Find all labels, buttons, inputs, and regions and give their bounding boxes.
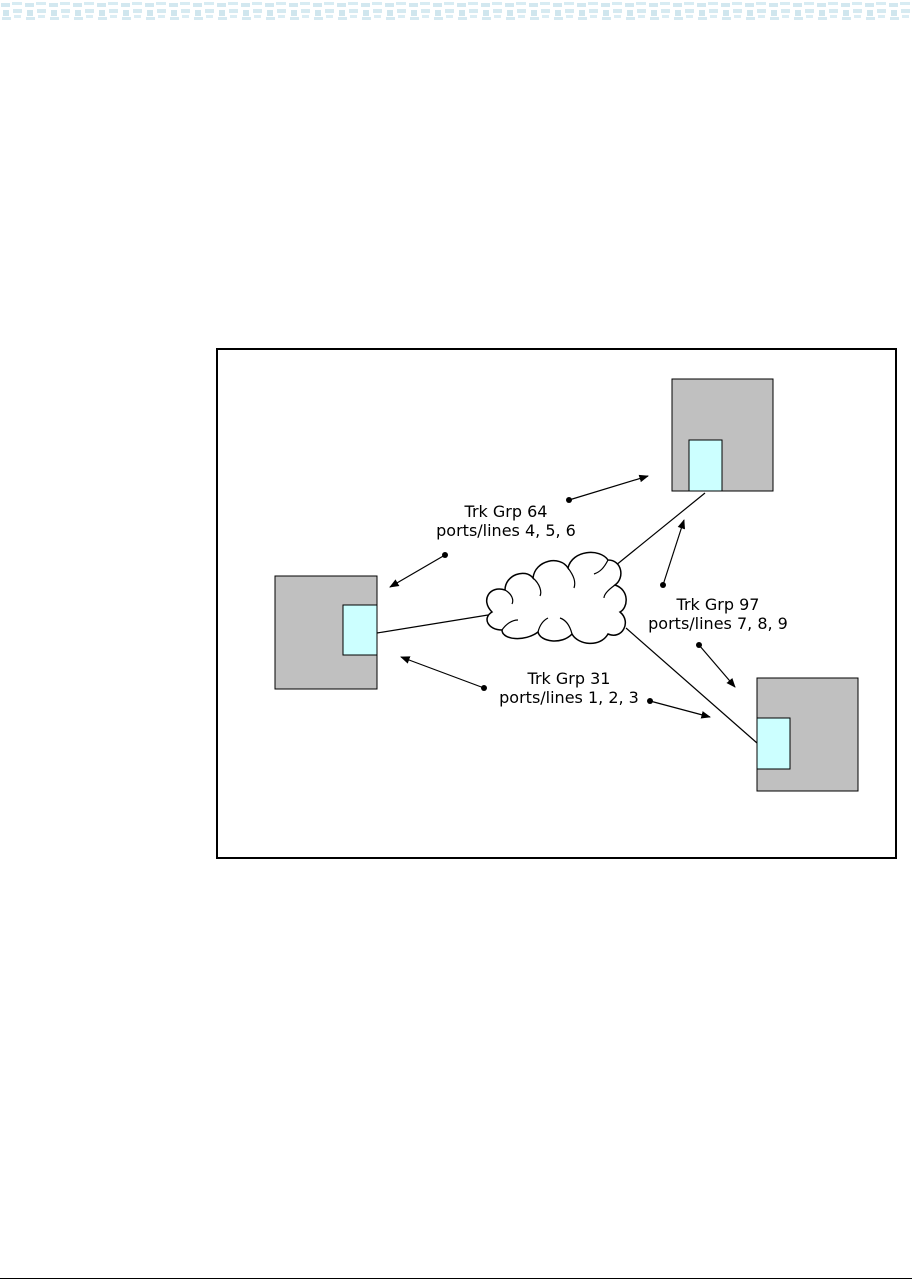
trk-grp-31-name: Trk Grp 31 (527, 669, 611, 688)
trk-grp-97-label: Trk Grp 97 ports/lines 7, 8, 9 (642, 595, 794, 633)
node-bottom-right (756, 677, 859, 792)
port-box-left (342, 604, 378, 656)
node-left (274, 575, 378, 690)
port-box-top-right (688, 439, 723, 492)
trk-grp-64-label: Trk Grp 64 ports/lines 4, 5, 6 (436, 502, 576, 540)
port-box-bottom-right (756, 717, 791, 770)
trk-grp-64-name: Trk Grp 64 (464, 502, 548, 521)
callout-trk64-right (566, 474, 649, 503)
callout-trk31-right (647, 698, 711, 719)
node-top-right (671, 378, 774, 492)
footer-rule (0, 1278, 912, 1279)
callout-trk97-up (660, 519, 685, 588)
trk-grp-97-name: Trk Grp 97 (676, 595, 760, 614)
link-cloud-bottom-right (625, 627, 758, 744)
figure-frame (216, 348, 897, 859)
callout-trk64-left (389, 552, 448, 588)
link-cloud-top-right (609, 492, 706, 571)
header-pattern-icon (0, 0, 912, 22)
trk-grp-31-ports: ports/lines 1, 2, 3 (499, 688, 639, 707)
trk-grp-64-ports: ports/lines 4, 5, 6 (436, 521, 576, 540)
callout-trk97-down (696, 642, 736, 688)
header-pattern-band (0, 0, 912, 22)
trk-grp-31-label: Trk Grp 31 ports/lines 1, 2, 3 (496, 669, 642, 707)
trk-grp-97-ports: ports/lines 7, 8, 9 (648, 614, 788, 633)
link-left-cloud (376, 614, 489, 634)
callout-trk31-left (400, 656, 487, 691)
cloud-icon (486, 551, 627, 645)
